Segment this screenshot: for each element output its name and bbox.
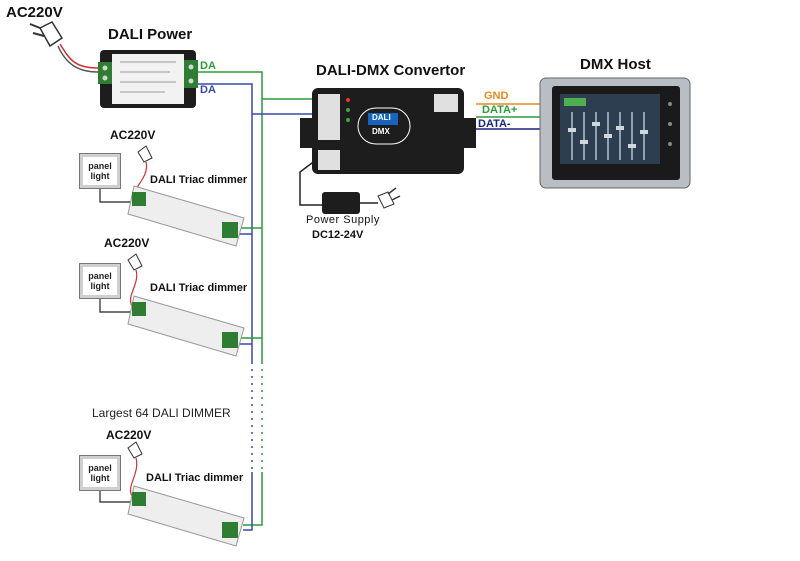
dali-bus-wires — [198, 71, 312, 531]
panel-light-3-line2: light — [90, 473, 110, 483]
dmx-host-label: DMX Host — [580, 56, 651, 73]
dimmer-2-name: DALI Triac dimmer — [150, 282, 248, 294]
wire-label-data-minus: DATA- — [478, 118, 511, 130]
power-supply-voltage: DC12-24V — [312, 229, 364, 241]
dmx-host-device — [539, 77, 691, 189]
dali-dmx-convertor-device — [300, 88, 476, 174]
dimmer-1-device — [99, 145, 245, 247]
dmx-lines — [476, 103, 548, 130]
dali-power-device — [98, 50, 198, 108]
convertor-logo-bottom: DMX — [372, 127, 390, 136]
dimmer-3-ac-label: AC220V — [106, 428, 152, 442]
main-ac-label: AC220V — [6, 4, 63, 21]
power-supply-label: Power Supply — [306, 214, 380, 226]
convertor-label: DALI-DMX Convertor — [316, 62, 466, 79]
wire-label-gnd: GND — [484, 90, 509, 102]
convertor-logo-top: DALI — [372, 113, 391, 122]
panel-light-2-line2: light — [90, 281, 110, 291]
wire-label-da-2: DA — [200, 84, 216, 96]
panel-light-1-line1: panel — [88, 161, 112, 171]
panel-light-1-line2: light — [90, 171, 110, 181]
panel-light-2-line1: panel — [88, 271, 112, 281]
wire-label-data-plus: DATA+ — [482, 104, 518, 116]
dimmer-2-ac-label: AC220V — [104, 236, 150, 250]
dimmer-2-device — [99, 253, 245, 357]
power-supply-device — [299, 159, 401, 214]
panel-light-3-line1: panel — [88, 463, 112, 473]
wire-label-da-1: DA — [200, 60, 216, 72]
dimmer-1-name: DALI Triac dimmer — [150, 174, 248, 186]
largest-dimmer-note: Largest 64 DALI DIMMER — [92, 406, 231, 420]
main-ac-plug-icon — [29, 21, 99, 73]
dimmer-3-name: DALI Triac dimmer — [146, 472, 244, 484]
dali-power-label: DALI Power — [108, 26, 193, 43]
dimmer-1-ac-label: AC220V — [110, 128, 156, 142]
dimmer-3-device — [99, 441, 245, 547]
